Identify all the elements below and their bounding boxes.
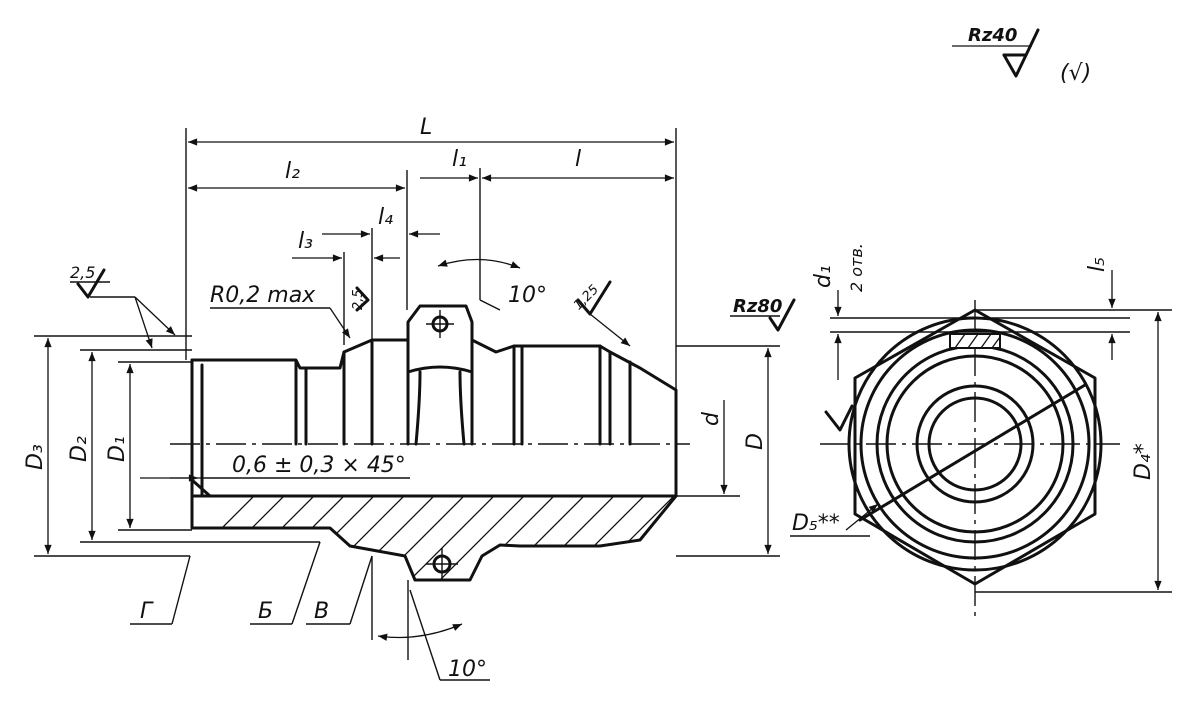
angle-bottom: 10° [371, 556, 490, 682]
bore-diameter-label: d [699, 411, 724, 426]
fitting-side-view [820, 300, 1120, 620]
surface-g-label: Г [140, 599, 154, 624]
angle-top: 10° [437, 258, 547, 311]
hex-roughness-value: Rz80 [733, 296, 782, 317]
overall-length-label: L [420, 115, 432, 140]
angle-bottom-label: 10° [448, 657, 487, 682]
surface-b-label: Б [258, 599, 273, 624]
hole-diameter-label: d₁ [811, 265, 836, 288]
dimension-collar-and-thread: l₁ l [420, 147, 674, 300]
radius-note-label: R0,2 max [210, 283, 316, 308]
across-corners-label: D₄* [1131, 443, 1156, 480]
chamfer-note: 0,6 ± 0,3 × 45° [140, 453, 410, 482]
undercut-roughness: 2,5 [351, 286, 370, 312]
general-roughness-symbol: Rz40 (√) [952, 25, 1091, 86]
left-part-length-label: l₂ [285, 159, 300, 184]
angle-top-label: 10° [508, 283, 547, 308]
surface-v-label: В [314, 599, 329, 624]
hole-count-label: 2 отв. [847, 243, 866, 292]
thread-roughness-value: 2,5 [70, 263, 95, 282]
radius-note: R0,2 max [210, 283, 351, 339]
diameter-d2-label: D₂ [67, 436, 92, 462]
general-roughness-note: (√) [1060, 61, 1091, 86]
diameter-d1-label: D₁ [105, 436, 130, 462]
dimension-groove: l₄ [322, 205, 440, 340]
right-thread-length-label: l [575, 147, 581, 172]
dimension-undercut: l₃ [292, 229, 400, 345]
thread-diameter-label: D [743, 433, 768, 450]
general-roughness-value: Rz40 [968, 25, 1017, 46]
dimension-left-part: l₂ [188, 159, 408, 310]
surface-leaders: Г Б В [130, 541, 373, 625]
collar-length-label: l₁ [452, 147, 467, 172]
groove-length-label: l₄ [378, 205, 393, 230]
dimension-overall-length: L [185, 115, 677, 390]
undercut-length-label: l₃ [298, 229, 313, 254]
chamfer-diameter-label: D₅** [792, 511, 840, 536]
chamfer-roughness: 1,25 [571, 280, 631, 347]
hex-chamfer-label: l₅ [1085, 257, 1110, 272]
diameter-d3-label: D₃ [23, 444, 48, 470]
right-diameter-dimensions: d D [676, 345, 780, 557]
thread-roughness: 2,5 [70, 263, 176, 349]
chamfer-note-label: 0,6 ± 0,3 × 45° [232, 453, 406, 478]
side-view-dimensions: d₁ 2 отв. Rz80 l₅ D₄* D₅** [730, 243, 1172, 593]
left-diameter-dimensions: D₃ D₂ D₁ [23, 335, 320, 557]
